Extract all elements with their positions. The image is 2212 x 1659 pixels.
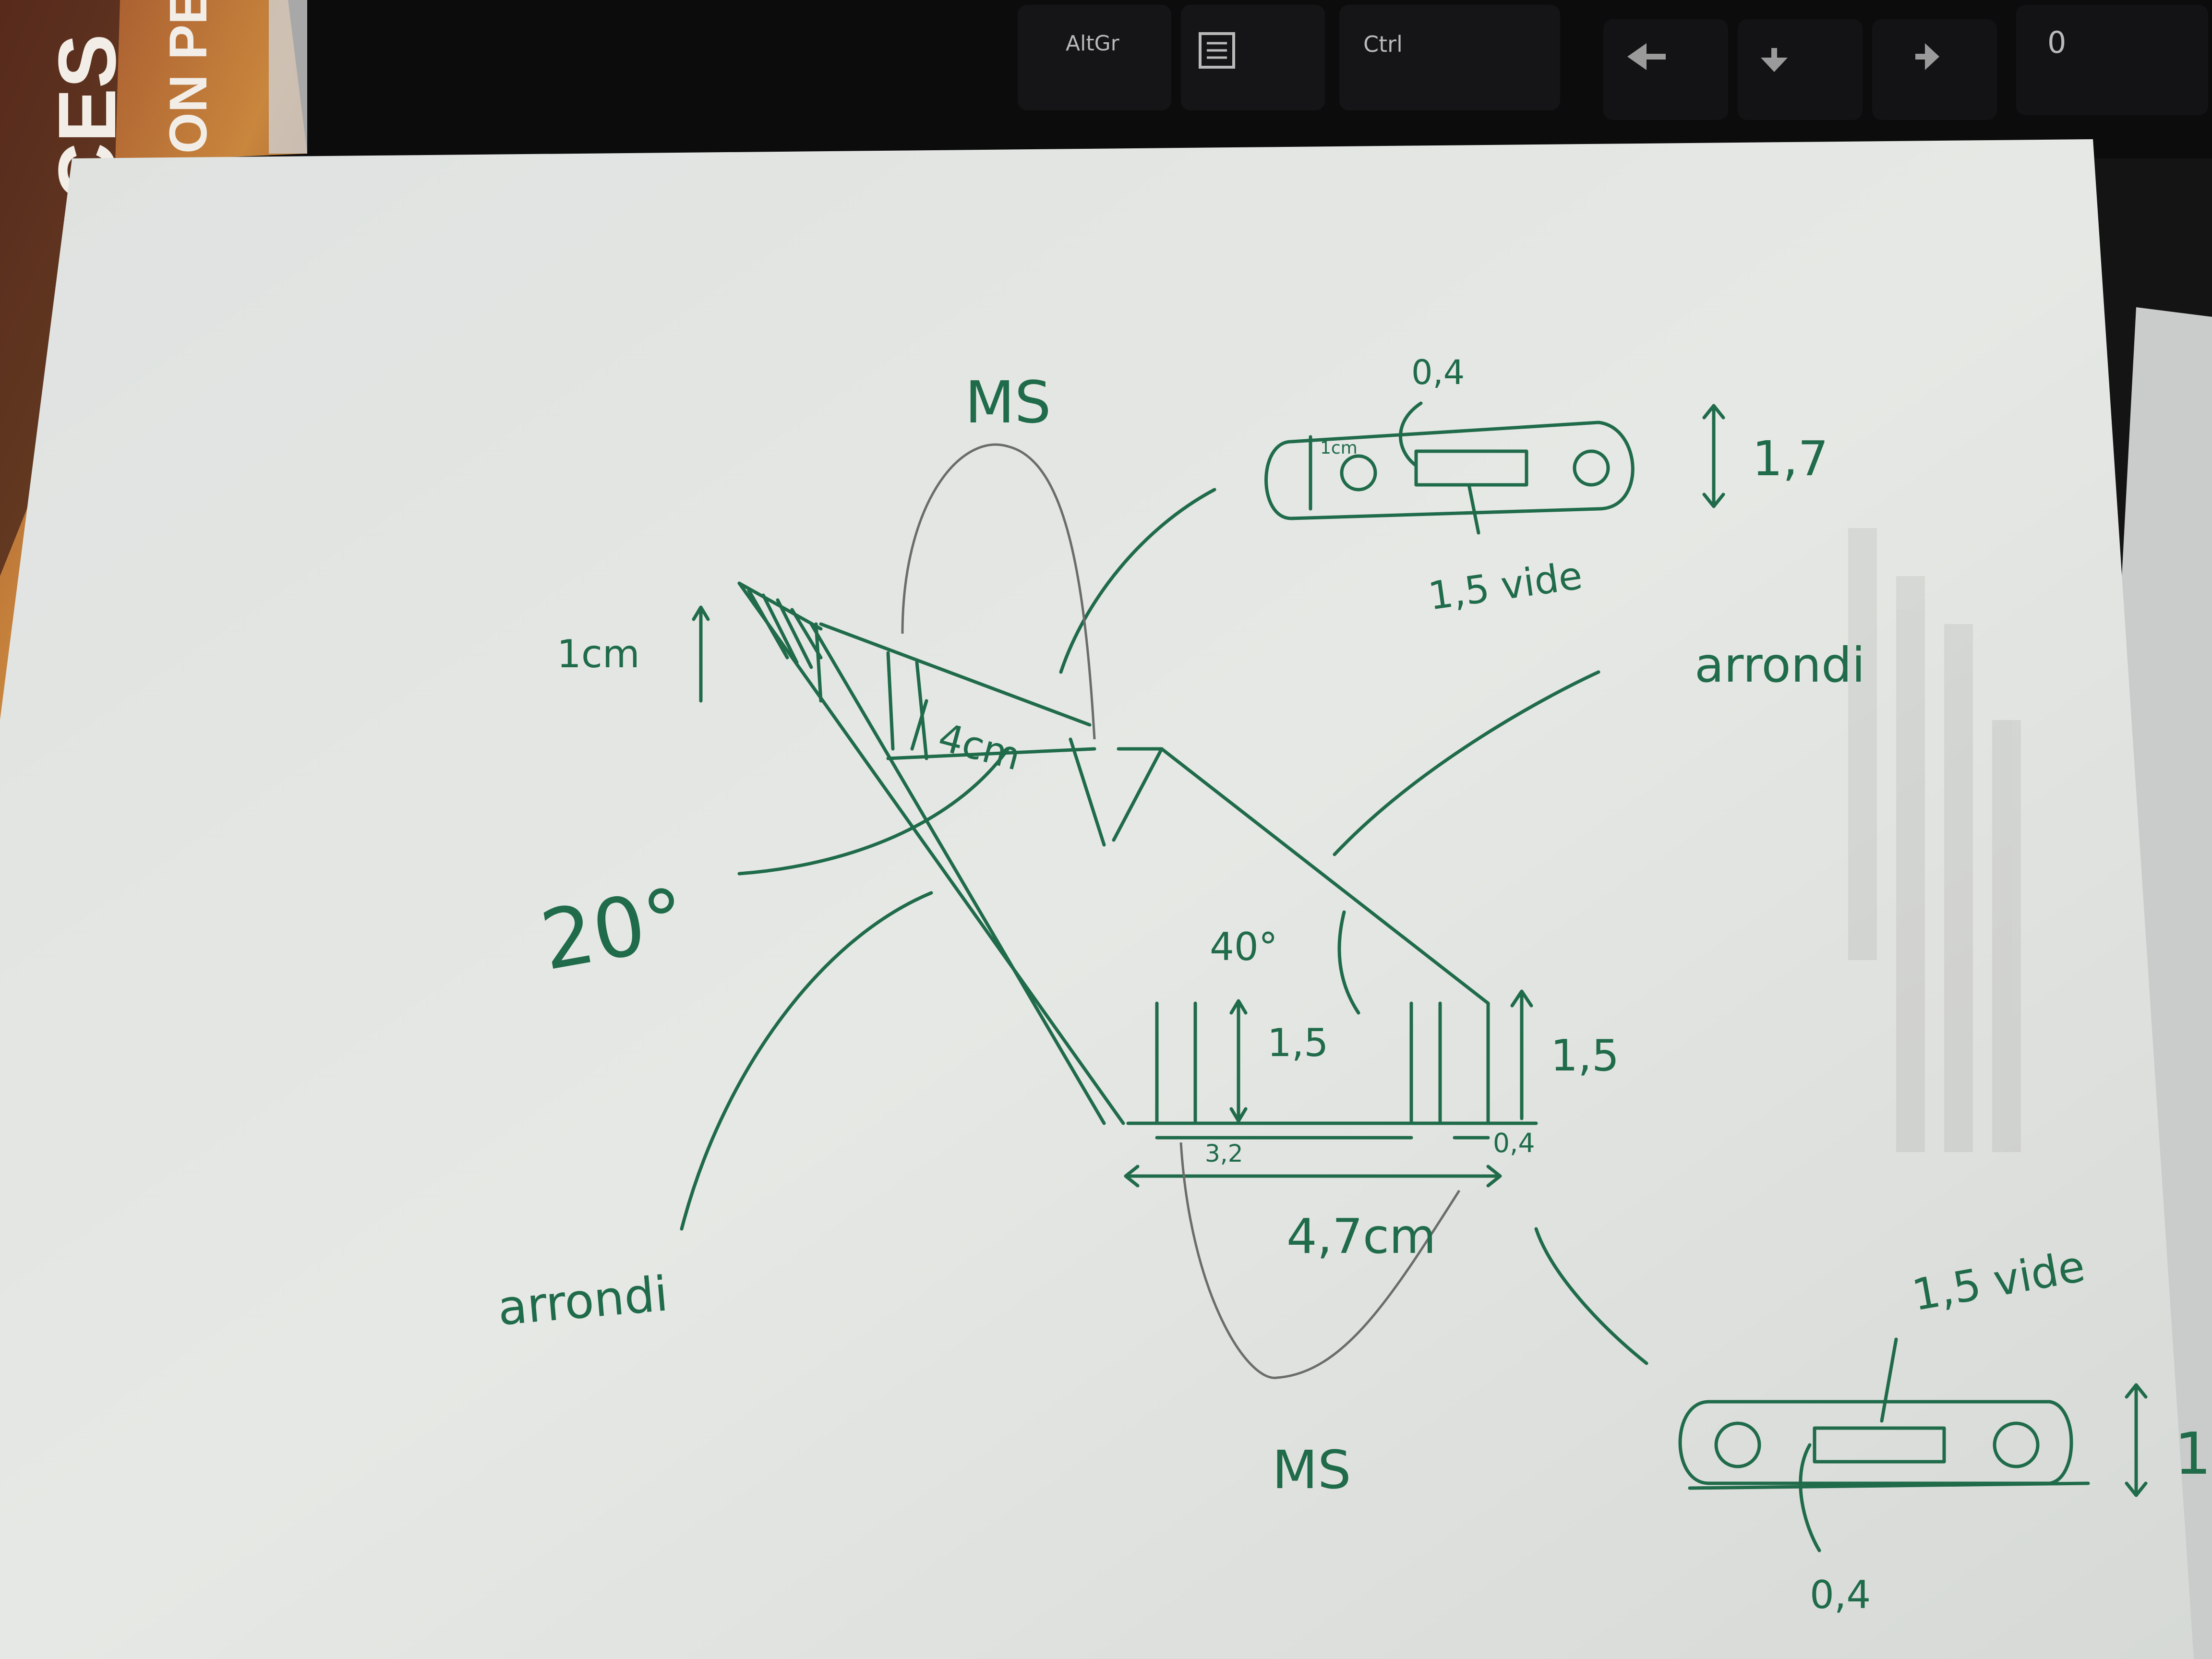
bottom-detail-hole-right [1993, 1421, 2040, 1468]
label-40deg: 40° [1210, 925, 1278, 969]
book-subtitle-fragment: ON PER [159, 0, 218, 154]
bottom-detail-04-leader [1799, 1443, 1821, 1552]
label-32: 3,2 [1205, 1140, 1243, 1167]
key-arrow-down [1738, 19, 1863, 120]
key-menu [1181, 5, 1325, 110]
label-47cm: 4,7cm [1286, 1208, 1436, 1264]
arrondi-left-leader [680, 891, 933, 1231]
bottom-detail-baseline [1688, 1481, 2090, 1490]
ms-bottom-curve [1179, 1142, 1461, 1379]
top-detail-label-17: 1,7 [1752, 431, 1828, 487]
label-04-base: 0,4 [1493, 1128, 1535, 1158]
angle-40-arc [1337, 910, 1360, 1015]
key-altgr [1018, 5, 1171, 110]
bottom-detail-label-04: 0,4 [1810, 1573, 1871, 1617]
keyboard: AltGr Ctrl 0 [269, 0, 2212, 158]
top-detail-04-leader [1399, 401, 1423, 468]
top-detail-slot [1414, 449, 1528, 487]
key-ctrl [1339, 5, 1560, 110]
beam-4cm-arrow [910, 699, 928, 751]
label-1cm: 1cm [557, 632, 640, 676]
upper-beam-bottom [886, 747, 1096, 760]
dim-15-inner [1229, 999, 1248, 1123]
key-arrow-left [1603, 19, 1728, 120]
bottom-detail-label-1: 1 [2175, 1421, 2211, 1488]
ms-top-curve [901, 443, 1096, 740]
pencil-ms-curves [901, 443, 1461, 1379]
top-detail-label-04: 0,4 [1411, 353, 1465, 392]
label-15-inner: 1,5 [1267, 1021, 1328, 1065]
top-detail-outline [1264, 421, 1635, 520]
arrow-down-icon [1761, 48, 1788, 72]
key-label-altgr: AltGr [1066, 31, 1120, 56]
top-detail-hole-left [1340, 454, 1377, 492]
bottom-detail-leader [1534, 1227, 1648, 1365]
long-diagonal-outer [737, 581, 1125, 1125]
arrow-right-icon [1915, 43, 1939, 70]
upper-beam-ticks [886, 651, 928, 760]
arrondi-right-leader [1333, 670, 1600, 856]
top-detail-label-1cm-small: 1cm [1320, 438, 1358, 458]
key-arrow-right [1872, 19, 1997, 120]
tip-hatch [737, 581, 823, 703]
key-zero [2016, 5, 2208, 115]
dim-15-right [1510, 989, 1533, 1120]
upper-beam-top [819, 622, 1092, 727]
arrow-left-icon [1627, 43, 1666, 70]
base-line [1126, 1001, 1538, 1125]
label-ms-top: MS [965, 370, 1051, 436]
bottom-detail-dim-1 [2125, 1383, 2148, 1497]
sketch-labels: MS MS 1cm 4cm 20° 40° arrondi arrondi 1,… [495, 353, 2211, 1617]
top-detail-dim-17 [1702, 404, 1725, 508]
key-label-ctrl: Ctrl [1363, 31, 1403, 57]
dim-47 [1124, 1165, 1502, 1188]
book-white-edge [269, 0, 307, 154]
top-detail-hole-right [1573, 449, 1610, 487]
long-diagonal-inner [809, 622, 1106, 1125]
menu-key-icon [1199, 32, 1235, 69]
top-detail-leader [1059, 488, 1216, 674]
paper-sheet [0, 139, 2194, 1659]
right-diagonal [1160, 747, 1490, 1005]
dim-1cm [692, 605, 710, 703]
technical-sketch [680, 401, 2148, 1552]
top-detail-vide-leader [1467, 483, 1480, 535]
angle-20-arc [737, 747, 1010, 876]
bottom-detail-slot [1813, 1426, 1946, 1464]
label-ms-bottom: MS [1272, 1439, 1351, 1501]
label-arrondi-right: arrondi [1695, 637, 1865, 693]
label-15-right: 1,5 [1551, 1031, 1619, 1081]
bottom-detail-outline [1678, 1400, 2073, 1485]
bottom-detail-hole-left [1714, 1421, 1761, 1468]
key-label-zero: 0 [2047, 25, 2066, 60]
bottom-detail-vide-leader [1880, 1337, 1898, 1423]
paper-bleed-through [1848, 528, 2021, 1152]
